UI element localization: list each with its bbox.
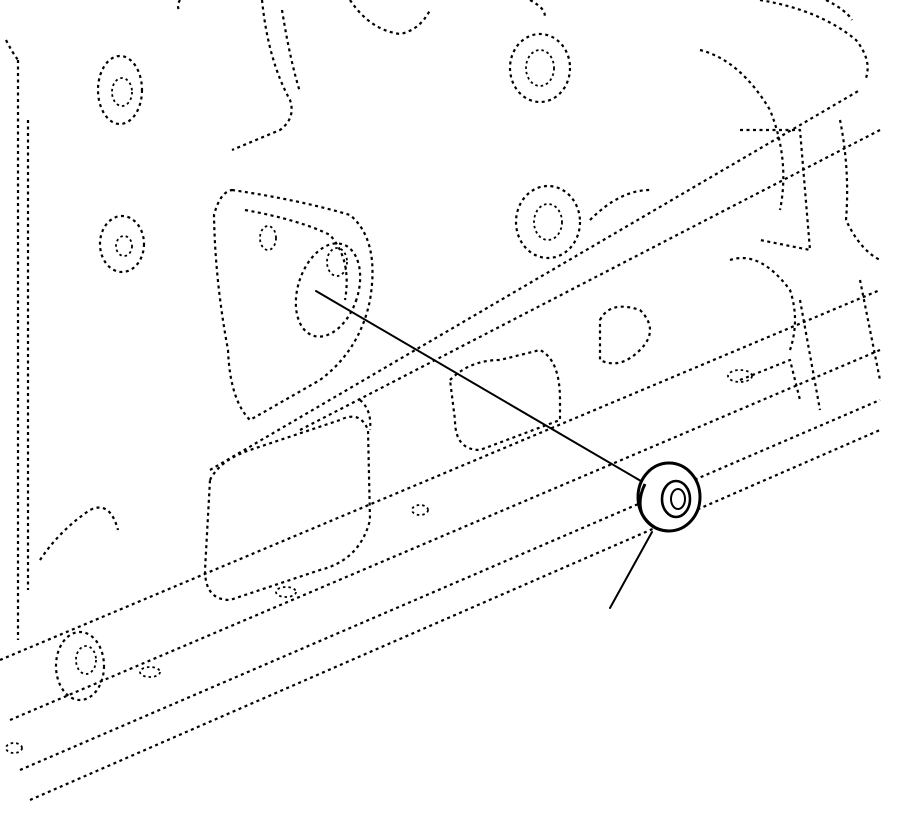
installation-axis-line <box>315 290 647 485</box>
callout-leader-line <box>609 531 653 609</box>
bushing-part <box>315 290 702 609</box>
housing-outline <box>0 0 882 802</box>
bushing-icon <box>636 461 702 533</box>
